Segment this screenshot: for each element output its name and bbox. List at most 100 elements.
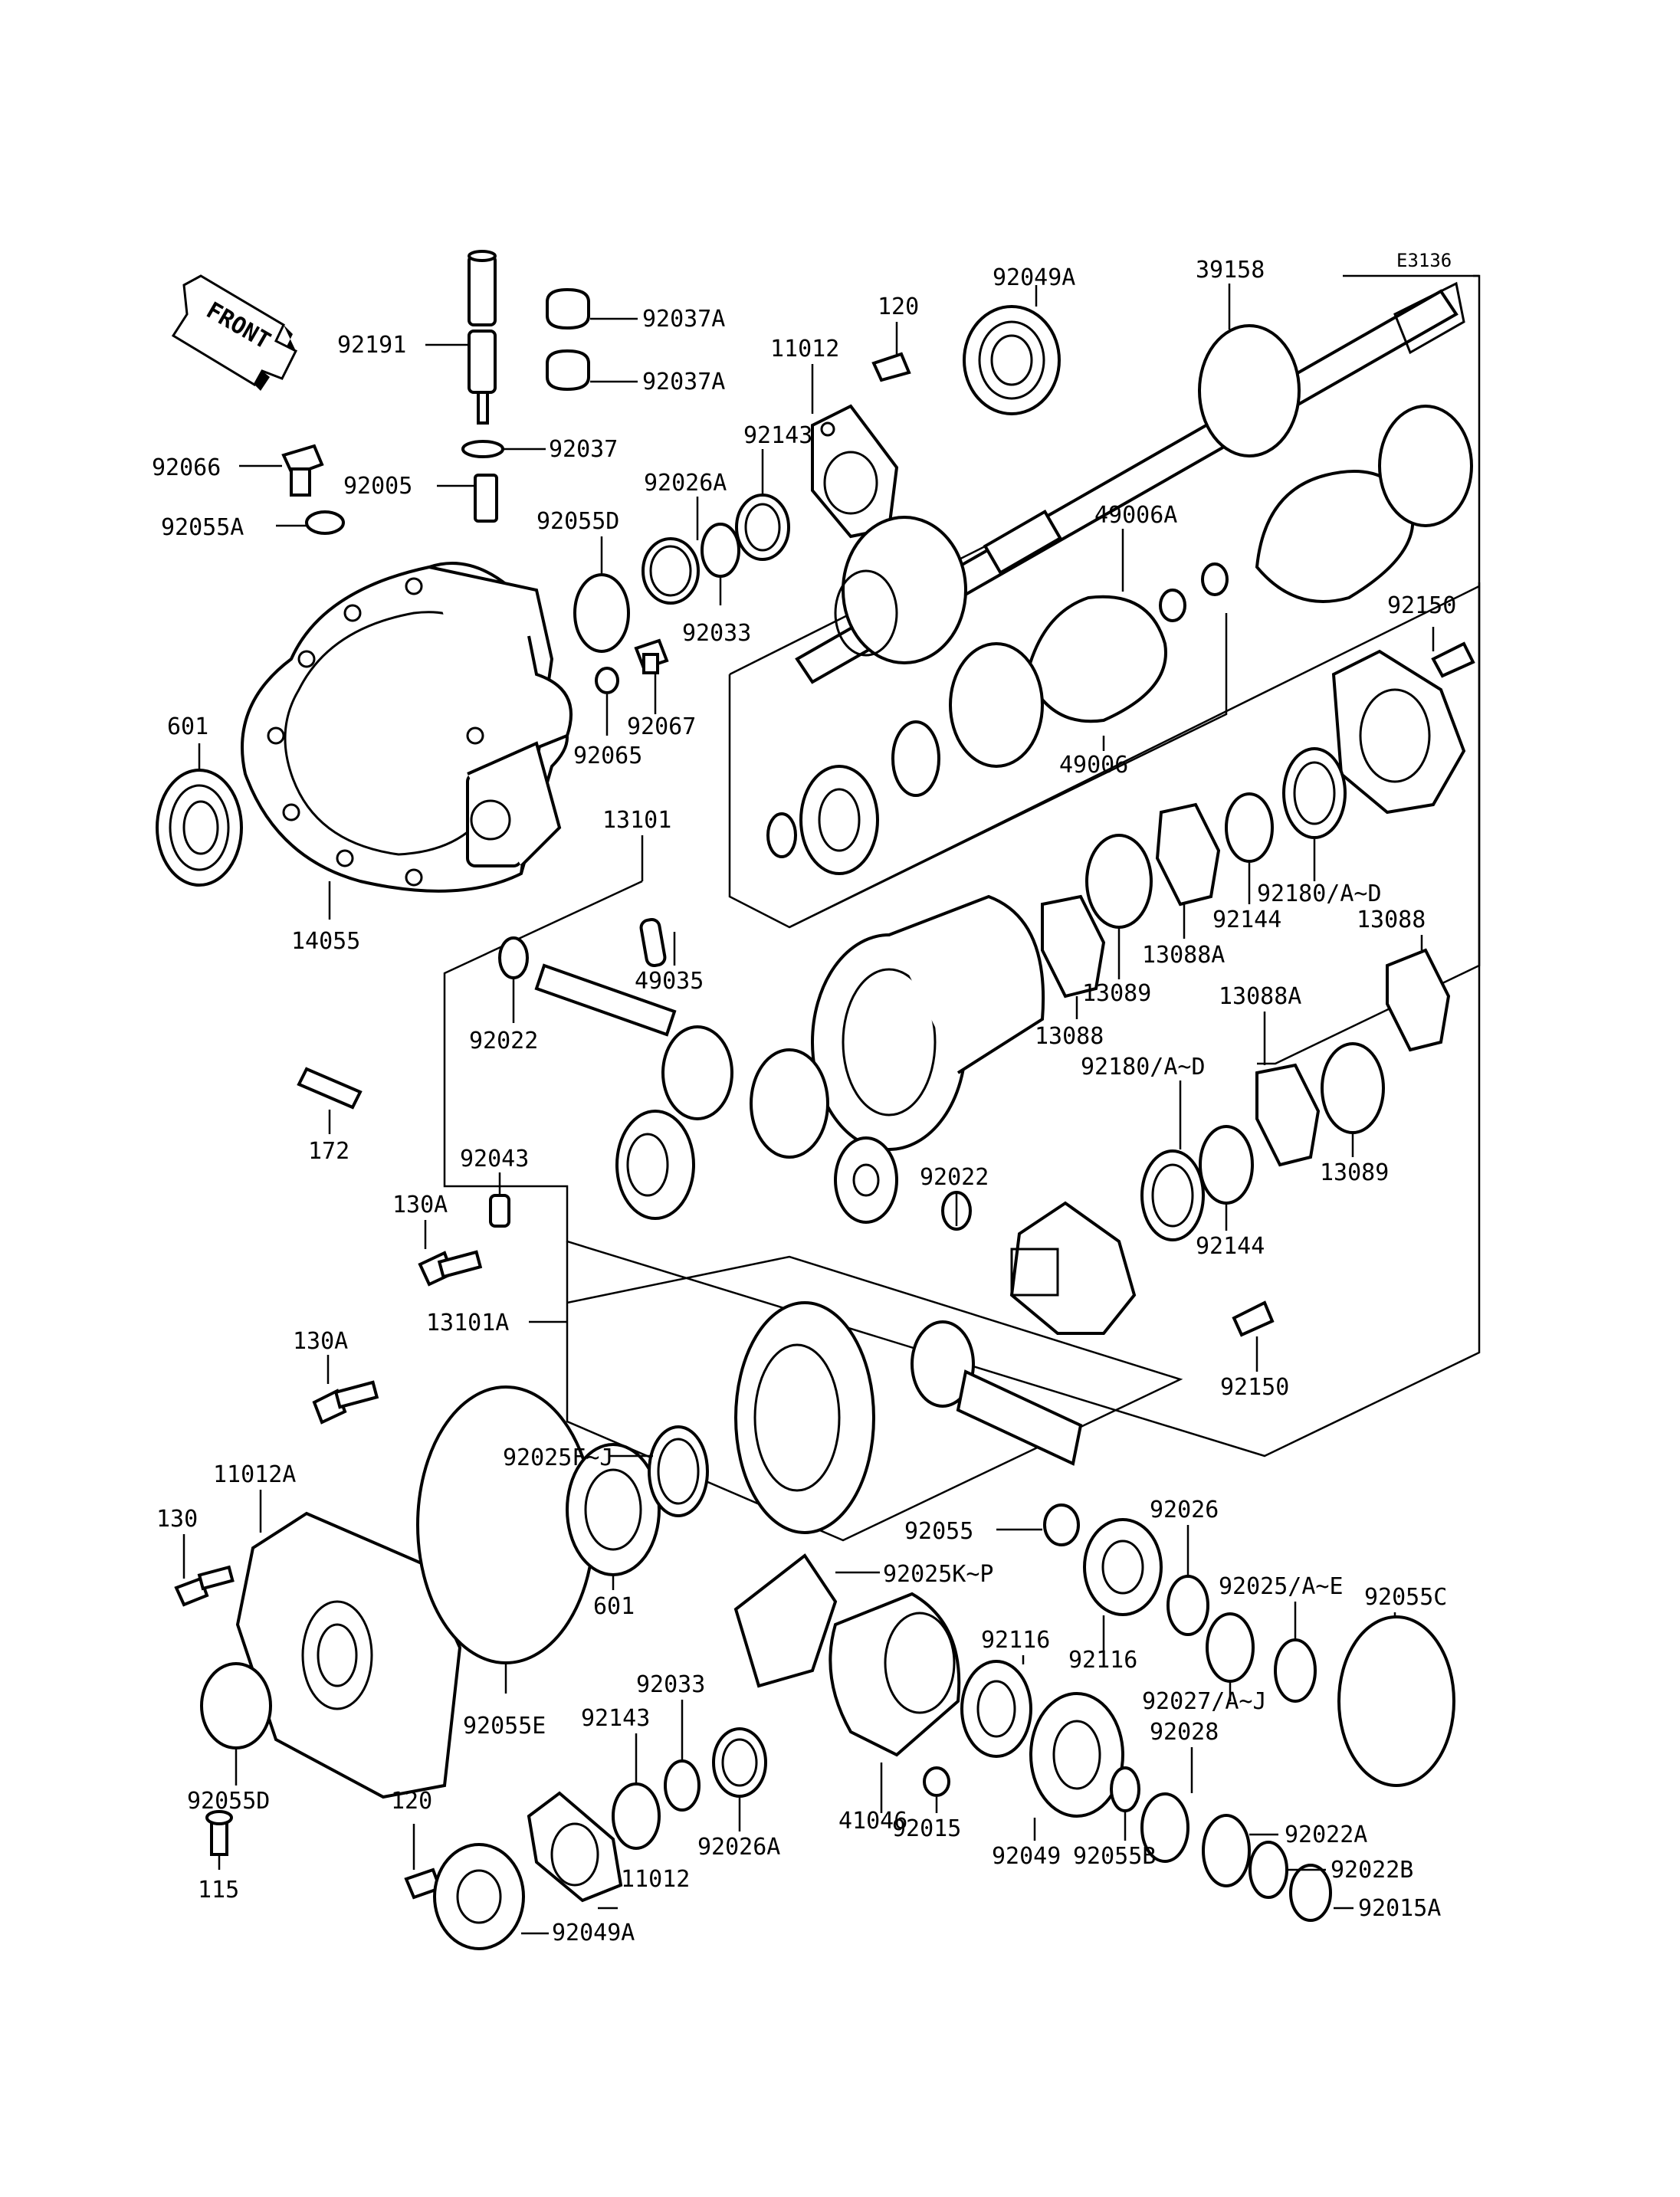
label-39158: 39158 <box>1196 257 1265 284</box>
label-601-left: 601 <box>167 713 208 740</box>
label-92005: 92005 <box>343 473 412 500</box>
label-92022-mid: 92022 <box>920 1164 989 1191</box>
label-92022A: 92022A <box>1285 1822 1367 1848</box>
lock-washer-92022A <box>1202 1814 1251 1887</box>
label-92055A: 92055A <box>161 514 244 541</box>
spring-13088-top <box>1041 894 1106 998</box>
label-49006A: 49006A <box>1094 502 1177 529</box>
label-130A-low: 130A <box>293 1328 348 1355</box>
bolt-130A-mid <box>418 1250 483 1287</box>
oring-92055D-top <box>573 573 630 653</box>
axle-shaft-39158 <box>795 281 1465 684</box>
bolt-130 <box>174 1565 235 1607</box>
leader-lines <box>182 284 1435 1935</box>
label-92049A-top: 92049A <box>993 264 1075 291</box>
plate-13089-right <box>1321 1042 1385 1134</box>
pin-92043 <box>489 1194 510 1228</box>
label-92144-mid: 92144 <box>1196 1233 1265 1260</box>
final-gear-case-housing <box>241 562 573 893</box>
label-92055: 92055 <box>904 1518 973 1545</box>
label-92191: 92191 <box>337 332 406 359</box>
nut-92015A <box>1289 1864 1332 1922</box>
label-92055E: 92055E <box>463 1713 546 1740</box>
label-92049: 92049 <box>992 1843 1061 1870</box>
label-13088A-mid: 13088A <box>1142 942 1225 969</box>
washer-92065 <box>595 667 619 694</box>
bolt-130A-low <box>312 1380 379 1425</box>
label-92116-a: 92116 <box>981 1627 1050 1654</box>
label-92066: 92066 <box>152 454 221 481</box>
plate-13089-top <box>1085 834 1153 929</box>
label-115: 115 <box>198 1877 239 1904</box>
label-92055B: 92055B <box>1073 1843 1156 1870</box>
seal-92143-top <box>735 494 790 561</box>
hub-flange-top <box>1331 649 1466 815</box>
pin-49035 <box>639 917 667 968</box>
washer-92022-left <box>498 936 529 979</box>
label-13088-right: 13088 <box>1357 907 1426 933</box>
label-92065: 92065 <box>573 743 642 769</box>
breather-tube-92191 <box>468 250 497 425</box>
gasket-92025K <box>733 1553 838 1688</box>
label-92025FJ: 92025F~J <box>503 1444 614 1471</box>
label-92026A-top: 92026A <box>644 470 727 497</box>
circlip-92033-low <box>664 1759 701 1812</box>
label-92049A-low: 92049A <box>552 1920 635 1946</box>
label-172: 172 <box>308 1138 349 1165</box>
label-13088-mid: 13088 <box>1035 1023 1104 1050</box>
label-13089-mid: 13089 <box>1082 980 1151 1007</box>
clamp-92037A-1 <box>546 287 590 330</box>
ring-92026A-top <box>641 537 700 605</box>
label-92067: 92067 <box>627 713 696 740</box>
shim-92025F <box>648 1425 709 1517</box>
seal-92143-low <box>612 1782 661 1850</box>
ring-gear-assembly-frame <box>566 1255 1183 1542</box>
boot-49006A <box>1255 405 1473 603</box>
label-92055D-top: 92055D <box>536 508 619 535</box>
spring-13088A-right <box>1255 1063 1321 1167</box>
diagram-code: E3136 <box>1396 250 1452 271</box>
cv-joint-inner <box>799 765 879 875</box>
washer-92022B <box>1249 1841 1288 1899</box>
label-130: 130 <box>156 1506 198 1533</box>
label-11012A: 11012A <box>213 1461 296 1488</box>
washer-92144-mid <box>1199 1125 1254 1205</box>
label-13088A-right: 13088A <box>1219 983 1301 1010</box>
shim-92025A <box>1274 1638 1317 1703</box>
shim-92180-mid <box>1140 1149 1205 1241</box>
spring-13088A-top <box>1155 802 1221 907</box>
ring-gear <box>734 1301 875 1534</box>
bolt-92066 <box>281 444 324 497</box>
label-92180-top: 92180/A~D <box>1257 880 1382 907</box>
label-92022B: 92022B <box>1331 1857 1413 1884</box>
clamp-92037A-2 <box>546 349 590 392</box>
bolt-92067 <box>634 638 669 674</box>
label-13101: 13101 <box>602 807 671 834</box>
oring-92055C <box>1337 1615 1455 1787</box>
sleeve-92027 <box>1206 1612 1255 1683</box>
collar-92028 <box>1140 1792 1189 1863</box>
label-92037A-2: 92037A <box>642 369 725 395</box>
label-92025AE: 92025/A~E <box>1219 1573 1344 1600</box>
cover-11012-low <box>527 1791 623 1903</box>
front-arrow-icon: FRONT <box>171 274 298 391</box>
bolt-115 <box>205 1810 233 1856</box>
cross-shaft-13101 <box>534 963 677 1037</box>
washer-92144-top <box>1225 792 1274 863</box>
side-gear-left <box>661 1025 733 1120</box>
label-92055C: 92055C <box>1364 1584 1447 1611</box>
oring-92055 <box>1043 1503 1080 1546</box>
label-49006: 49006 <box>1059 752 1128 779</box>
bearing-92049 <box>1029 1692 1124 1818</box>
label-92026: 92026 <box>1150 1497 1219 1523</box>
label-13089-right: 13089 <box>1320 1159 1389 1186</box>
label-92144-top: 92144 <box>1212 907 1281 933</box>
spring-13088-right <box>1386 948 1451 1052</box>
oring-axle <box>891 720 940 797</box>
oring-92055D-low <box>200 1662 272 1749</box>
label-92033-low: 92033 <box>636 1671 705 1698</box>
label-92143-low: 92143 <box>581 1705 650 1732</box>
bearing-601-left <box>156 769 243 887</box>
label-120-low: 120 <box>391 1788 432 1815</box>
label-92025KP: 92025K~P <box>883 1561 994 1588</box>
